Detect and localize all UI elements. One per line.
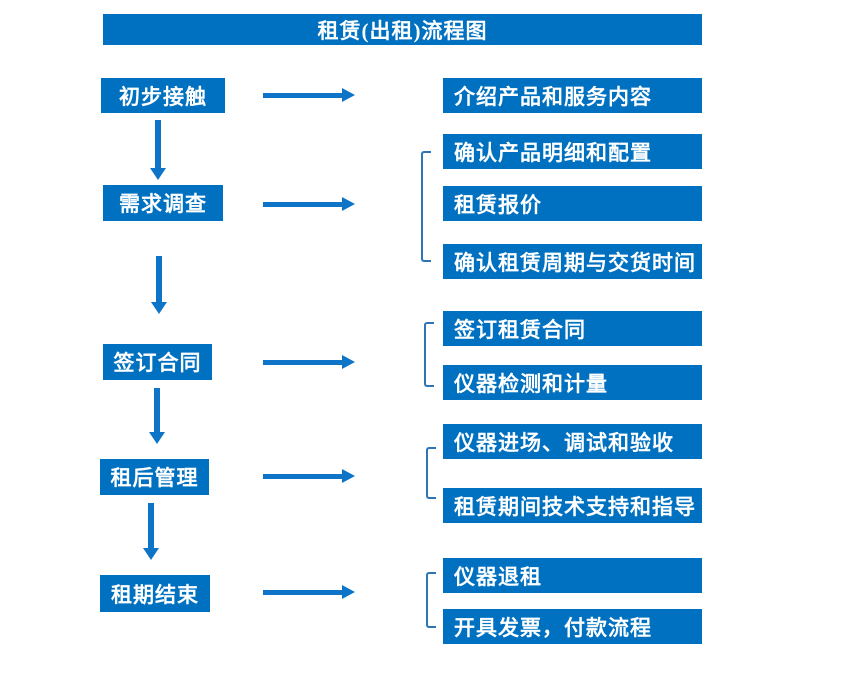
arrow-head xyxy=(143,548,159,560)
arrow-shaft xyxy=(156,256,162,302)
arrow-shaft xyxy=(263,473,342,479)
output-box-invoice-payment: 开具发票，付款流程 xyxy=(443,609,702,644)
arrow-head xyxy=(342,469,355,483)
group-bracket-post-rental xyxy=(426,447,436,499)
flowchart-title: 租赁(出租)流程图 xyxy=(103,14,702,45)
arrow-shaft xyxy=(263,589,342,595)
output-box-confirm-details: 确认产品明细和配置 xyxy=(443,134,702,169)
output-box-instrument-testing: 仪器检测和计量 xyxy=(443,365,702,400)
right-arrow-icon xyxy=(263,585,355,599)
arrow-shaft xyxy=(154,388,160,432)
arrow-head xyxy=(342,88,355,102)
step-box-lease-end: 租期结束 xyxy=(100,575,210,612)
down-arrow-icon xyxy=(143,503,159,560)
output-box-introduce-products: 介绍产品和服务内容 xyxy=(443,78,702,113)
output-box-confirm-period: 确认租赁周期与交货时间 xyxy=(443,244,702,279)
step-box-demand-survey: 需求调查 xyxy=(103,185,223,221)
arrow-head xyxy=(149,432,165,444)
output-box-instrument-return: 仪器退租 xyxy=(443,558,702,593)
arrow-head xyxy=(342,355,355,369)
right-arrow-icon xyxy=(263,355,355,369)
right-arrow-icon xyxy=(263,197,355,211)
down-arrow-icon xyxy=(149,388,165,444)
group-bracket-sign-contract xyxy=(424,322,434,387)
right-arrow-icon xyxy=(263,88,355,102)
output-box-technical-support: 租赁期间技术支持和指导 xyxy=(443,488,702,523)
arrow-shaft xyxy=(263,201,342,207)
arrow-head xyxy=(342,585,355,599)
arrow-head xyxy=(342,197,355,211)
arrow-head xyxy=(150,168,166,180)
down-arrow-icon xyxy=(150,120,166,180)
down-arrow-icon xyxy=(151,256,167,314)
output-box-sign-rental-contract: 签订租赁合同 xyxy=(443,311,702,346)
output-box-rental-quote: 租赁报价 xyxy=(443,186,702,221)
group-bracket-lease-end xyxy=(426,572,436,628)
arrow-shaft xyxy=(155,120,161,168)
step-box-sign-contract: 签订合同 xyxy=(103,344,212,380)
arrow-shaft xyxy=(263,359,342,365)
arrow-head xyxy=(151,302,167,314)
group-bracket-demand-survey xyxy=(421,151,431,262)
arrow-shaft xyxy=(263,92,342,98)
output-box-instrument-setup: 仪器进场、调试和验收 xyxy=(443,424,702,459)
step-box-initial-contact: 初步接触 xyxy=(101,78,225,113)
step-box-post-rental-management: 租后管理 xyxy=(100,459,209,495)
arrow-shaft xyxy=(148,503,154,548)
right-arrow-icon xyxy=(263,469,355,483)
